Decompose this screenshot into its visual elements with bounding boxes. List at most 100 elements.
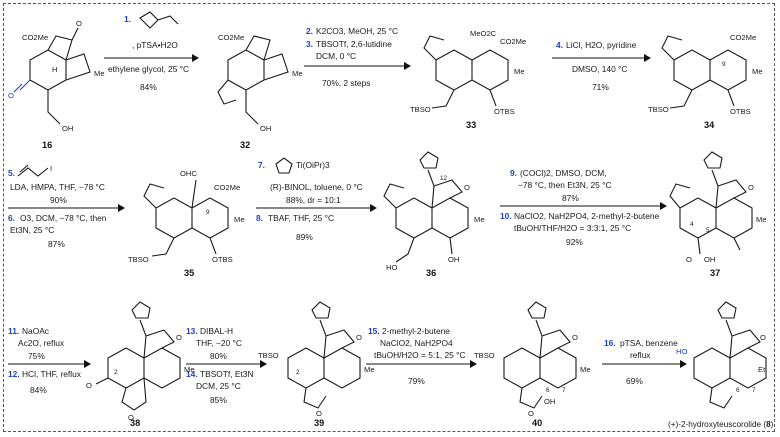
c8-locant-7: 7 <box>752 387 756 394</box>
c40-lactone-o: O <box>528 409 534 418</box>
c37-oh-label: OH <box>704 255 715 264</box>
step-3-number: 3. <box>306 39 313 49</box>
step-15-line1: 2-methyl-2-butene <box>382 326 450 336</box>
c40-locant-6: 6 <box>546 387 550 394</box>
c16-o-label: O <box>76 19 82 28</box>
step-2-number: 2. <box>306 26 313 36</box>
step-7-line: (R)-BINOL, toluene, 0 °C <box>270 182 363 192</box>
c39-tbso-label: TBSO <box>258 351 279 360</box>
step-14-number: 14. <box>186 369 198 379</box>
c40-me-label: Me <box>580 365 591 374</box>
final-compound-label: (+)-2-hydroxyteuscorolide (8) <box>668 420 774 429</box>
c40-tbso-label: TBSO <box>474 351 495 360</box>
step-9-line2: −78 °C, then Et3N, 25 °C <box>518 180 612 190</box>
c37-o-acid-label: O <box>686 255 692 264</box>
step-14-line2: DCM, 25 °C <box>196 381 241 391</box>
step-9-10-block: 9. (COCl)2, DMSO, DCM, −78 °C, then Et3N… <box>500 168 667 247</box>
c40-locant-7: 7 <box>562 387 566 394</box>
compound-35-structure <box>143 179 229 257</box>
step-13-line1: DIBAL-H <box>200 326 233 336</box>
step-12-yield: 84% <box>30 385 47 395</box>
step-6-number: 6. <box>8 213 15 223</box>
c35-tbso-label: TBSO <box>128 255 149 264</box>
label-16: 16 <box>42 140 52 150</box>
compound-40-structure <box>503 301 577 409</box>
c36-ho-label: HO <box>386 263 397 272</box>
step-12-line: HCl, THF, reflux <box>22 369 82 379</box>
step-16-line1: pTSA, benzene <box>620 338 678 348</box>
c36-locant-12: 12 <box>440 175 448 182</box>
step-15-line3: tBuOH/H2O = 5:1, 25 °C <box>374 350 466 360</box>
step-9-yield: 87% <box>562 193 579 203</box>
step-14-yield: 85% <box>210 395 227 405</box>
c40-o-label: O <box>572 333 578 342</box>
c34-co2me-label: CO2Me <box>730 33 756 42</box>
compound-39-structure <box>287 301 361 409</box>
step-5-yield: 90% <box>50 195 67 205</box>
step-2-3-yield: 70%, 2 steps <box>322 78 370 88</box>
label-33: 33 <box>466 120 476 130</box>
step-6-line2: Et3N, 25 °C <box>10 225 54 235</box>
step-13-line2: THF, −20 °C <box>196 338 242 348</box>
step-4-yield: 71% <box>592 82 609 92</box>
c35-otbs-label: OTBS <box>212 255 233 264</box>
step-16-block: 16. pTSA, benzene reflux 69% <box>602 338 687 386</box>
step-4-line2: DMSO, 140 °C <box>572 64 627 74</box>
step-15-number: 15. <box>368 326 380 336</box>
c8-et-label: Et <box>758 365 766 374</box>
c33-meo2c-label: MeO2C <box>470 29 497 38</box>
step-1-line1: , pTSA•H2O <box>132 40 178 50</box>
step-12-number: 12. <box>8 369 20 379</box>
c16-me-label: Me <box>94 69 105 78</box>
step-13-yield: 80% <box>210 351 227 361</box>
c33-me-label: Me <box>514 67 525 76</box>
c34-otbs-label: OTBS <box>730 107 751 116</box>
step-11-12-block: 11. NaOAc Ac2O, reflux 75% 12. HCl, THF,… <box>8 326 91 395</box>
compound-38-structure <box>95 301 181 411</box>
c16-oh-label: OH <box>62 124 73 133</box>
c36-o-label: O <box>464 183 470 192</box>
c40-oh-label: OH <box>544 397 555 406</box>
c16-h-label: H <box>52 65 57 74</box>
c8-locant-6: 6 <box>736 387 740 394</box>
step-2-3-block: 2. K2CO3, MeOH, 25 °C 3. TBSOTf, 2,6-lut… <box>304 26 411 88</box>
compound-8-structure <box>693 301 767 409</box>
c34-tbso-label: TBSO <box>648 105 669 114</box>
step-13-14-block: 13. DIBAL-H THF, −20 °C 80% 14. TBSOTf, … <box>186 326 267 405</box>
c35-locant-9: 9 <box>206 209 210 216</box>
step-16-number: 16. <box>604 338 616 348</box>
compound-36-structure <box>383 151 469 263</box>
compound-34-structure <box>661 35 747 109</box>
step-9-number: 9. <box>510 168 517 178</box>
step-8-number: 8. <box>256 213 263 223</box>
c33-tbso-label: TBSO <box>410 105 431 114</box>
step-4-line1: LiCl, H2O, pyridine <box>566 40 637 50</box>
c36-me-label: Me <box>474 215 485 224</box>
step-15-line2: NaClO2, NaH2PO4 <box>380 338 453 348</box>
step-10-line1: NaClO2, NaH2PO4, 2-methyl-2-butene <box>514 211 660 221</box>
c39-locant-2: 2 <box>296 369 300 376</box>
step-15-block: 15. 2-methyl-2-butene NaClO2, NaH2PO4 tB… <box>366 326 477 386</box>
step-10-number: 10. <box>500 211 512 221</box>
step-4-number: 4. <box>556 40 563 50</box>
step-13-number: 13. <box>186 326 198 336</box>
c36-oh-label: OH <box>448 255 459 264</box>
step-1-number: 1. <box>124 14 131 24</box>
step-7-number: 7. <box>258 160 265 170</box>
dashed-border <box>3 3 775 432</box>
c39-furan-o: O <box>316 409 322 418</box>
step-11-yield: 75% <box>28 351 45 361</box>
c8-o-label: O <box>760 333 766 342</box>
compound-37-structure <box>669 151 753 255</box>
c16-meo2c-label: CO2Me <box>22 33 48 42</box>
c37-locant-5: 5 <box>706 227 710 234</box>
label-32: 32 <box>240 140 250 150</box>
step-7-yield: 88%, dr = 10:1 <box>286 195 341 205</box>
step-8-line: TBAF, THF, 25 °C <box>268 213 334 223</box>
step-14-line1: TBSOTf, Et3N <box>200 369 254 379</box>
c37-me-label: Me <box>756 215 767 224</box>
c38-o-label: O <box>176 333 182 342</box>
step-11-line2: Ac2O, reflux <box>18 338 65 348</box>
c16-ketone-o-label: O <box>8 91 14 100</box>
c35-co2me-label: CO2Me <box>214 183 240 192</box>
